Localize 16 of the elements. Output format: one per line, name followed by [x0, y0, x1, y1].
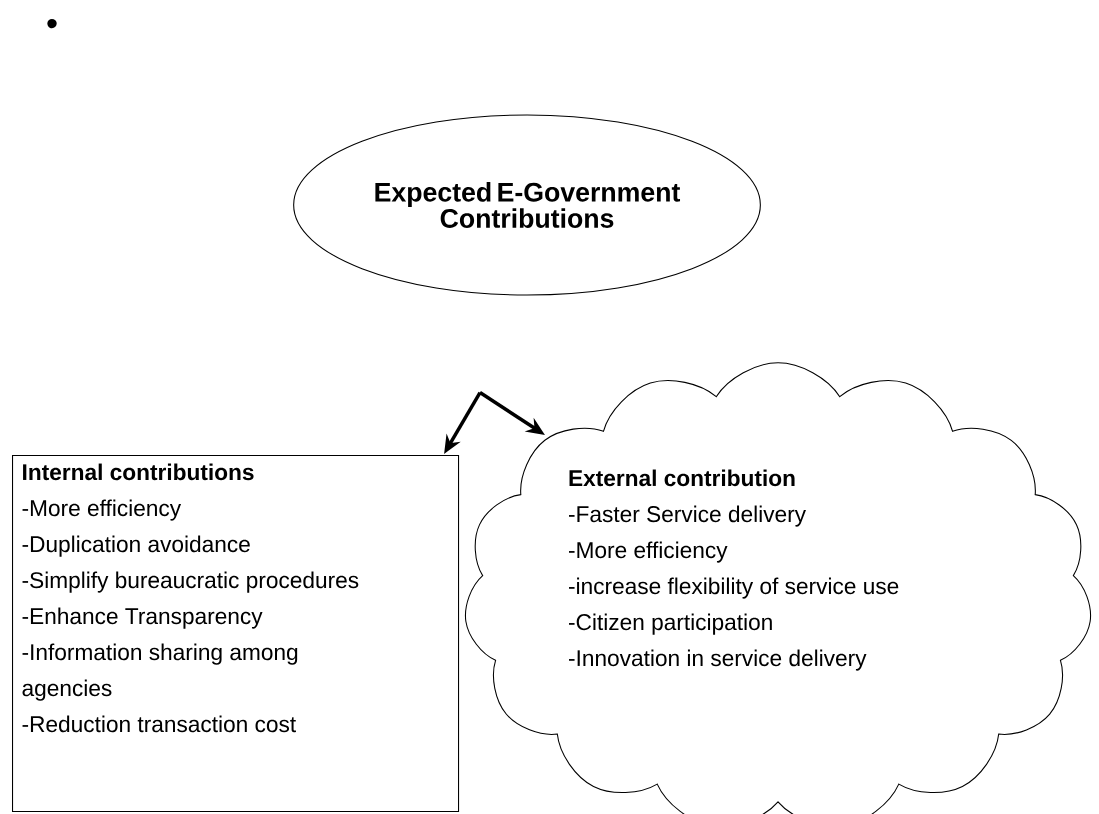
list-item: -Simplify bureaucratic procedures	[22, 571, 359, 593]
list-item: -Enhance Transparency	[22, 607, 263, 629]
heading-text: Internal contributions	[23, 463, 254, 481]
list-item: -Faster Service delivery	[569, 505, 806, 527]
list-item: -Innovation in service delivery	[569, 649, 867, 671]
bullet: •	[47, 18, 57, 29]
list-item: -Citizen participation	[569, 613, 772, 635]
list-item: -More efficiency	[22, 499, 182, 521]
list-item: -increase flexibility of service use	[569, 577, 899, 599]
list-item: -Reduction transaction cost	[22, 715, 296, 733]
heading-text: External contribution	[569, 469, 795, 487]
list-item: -Duplication avoidance	[22, 535, 250, 557]
list-item: -Information sharing among agencies	[22, 643, 298, 701]
list-item: -More efficiency	[569, 541, 728, 563]
cloud-shape	[464, 362, 1092, 814]
contributions-box	[12, 455, 460, 813]
